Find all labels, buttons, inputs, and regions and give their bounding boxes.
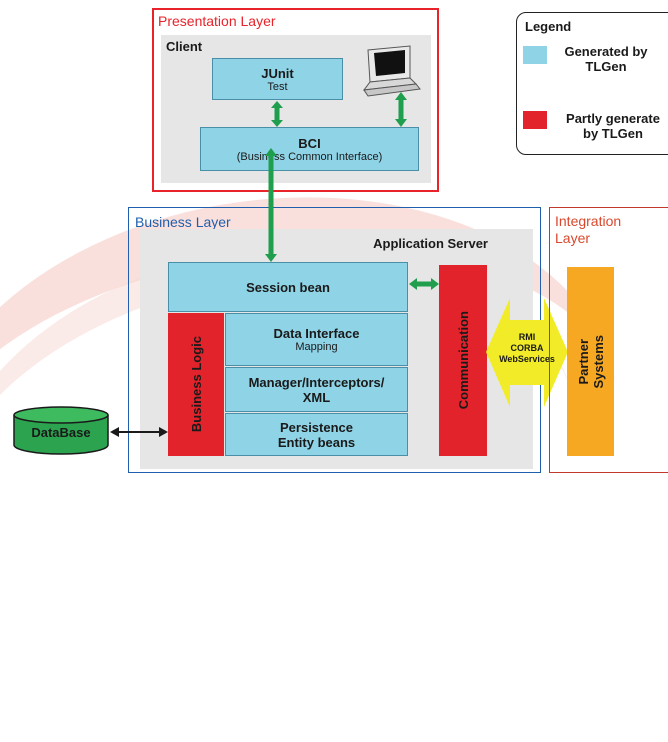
protocol-labels: RMI CORBA WebServices — [486, 332, 568, 365]
business-logic-box: Business Logic — [168, 313, 224, 456]
session-bean-box: Session bean — [168, 262, 408, 312]
partner-line2: Systems — [590, 334, 606, 389]
presentation-layer-title: Presentation Layer — [158, 13, 276, 29]
data-interface-title: Data Interface — [273, 326, 360, 341]
bci-subtitle: (Business Common Interface) — [236, 150, 383, 163]
protocol-corba: CORBA — [510, 343, 544, 353]
junit-subtitle: Test — [267, 80, 288, 93]
data-interface-subtitle: Mapping — [295, 341, 338, 353]
manager-line2: XML — [302, 389, 331, 405]
integration-title-line2: Layer — [555, 230, 591, 246]
manager-line1: Manager/Interceptors/ — [248, 374, 385, 390]
business-layer-title: Business Layer — [135, 214, 231, 230]
communication-box: Communication — [439, 265, 487, 456]
integration-layer-title: Integration Layer — [555, 213, 621, 247]
partner-systems-box: Partner Systems — [567, 267, 614, 456]
legend-title: Legend — [525, 19, 572, 34]
database-business-arrow — [110, 427, 168, 437]
junit-bci-arrow — [271, 101, 283, 127]
junit-box: JUnit Test — [212, 58, 343, 100]
integration-layer: Integration Layer — [549, 207, 668, 473]
legend-generated-line2: TLGen — [585, 59, 627, 74]
legend-generated-text: Generated by TLGen — [551, 44, 661, 74]
persistence-box: Persistence Entity beans — [225, 413, 408, 456]
protocol-arrow — [486, 298, 568, 407]
app-server-label: Application Server — [373, 236, 488, 251]
legend-swatch-partly — [523, 111, 547, 129]
junit-title: JUnit — [261, 65, 294, 81]
business-logic-label: Business Logic — [168, 313, 224, 456]
bci-session-arrow — [265, 148, 277, 262]
bci-title: BCI — [298, 135, 321, 151]
communication-text: Communication — [455, 311, 471, 410]
legend-partly-line2: by TLGen — [583, 126, 643, 141]
legend-generated-line1: Generated by — [564, 44, 648, 59]
persistence-line1: Persistence — [280, 419, 353, 435]
session-communication-arrow — [409, 278, 439, 290]
database-label: DataBase — [31, 425, 91, 440]
protocol-rmi: RMI — [518, 332, 536, 342]
manager-box: Manager/Interceptors/ XML — [225, 367, 408, 412]
client-label: Client — [166, 39, 203, 54]
data-interface-box: Data Interface Mapping — [225, 313, 408, 366]
integration-title-line1: Integration — [555, 213, 622, 229]
legend-partly-line1: Partly generate — [566, 111, 660, 126]
persistence-line2: Entity beans — [277, 434, 356, 450]
legend-partly-text: Partly generate by TLGen — [553, 111, 668, 141]
business-logic-text: Business Logic — [188, 336, 204, 433]
database-icon — [13, 406, 109, 455]
partner-line1: Partner — [575, 338, 591, 385]
partner-systems-label: Partner Systems — [576, 335, 606, 388]
computer-icon — [362, 45, 421, 97]
protocol-webservices: WebServices — [499, 354, 555, 364]
legend: Legend Generated by TLGen Partly generat… — [516, 12, 668, 155]
legend-swatch-generated — [523, 46, 547, 64]
bci-box: BCI (Business Common Interface) — [200, 127, 419, 171]
computer-bci-arrow — [395, 92, 407, 127]
